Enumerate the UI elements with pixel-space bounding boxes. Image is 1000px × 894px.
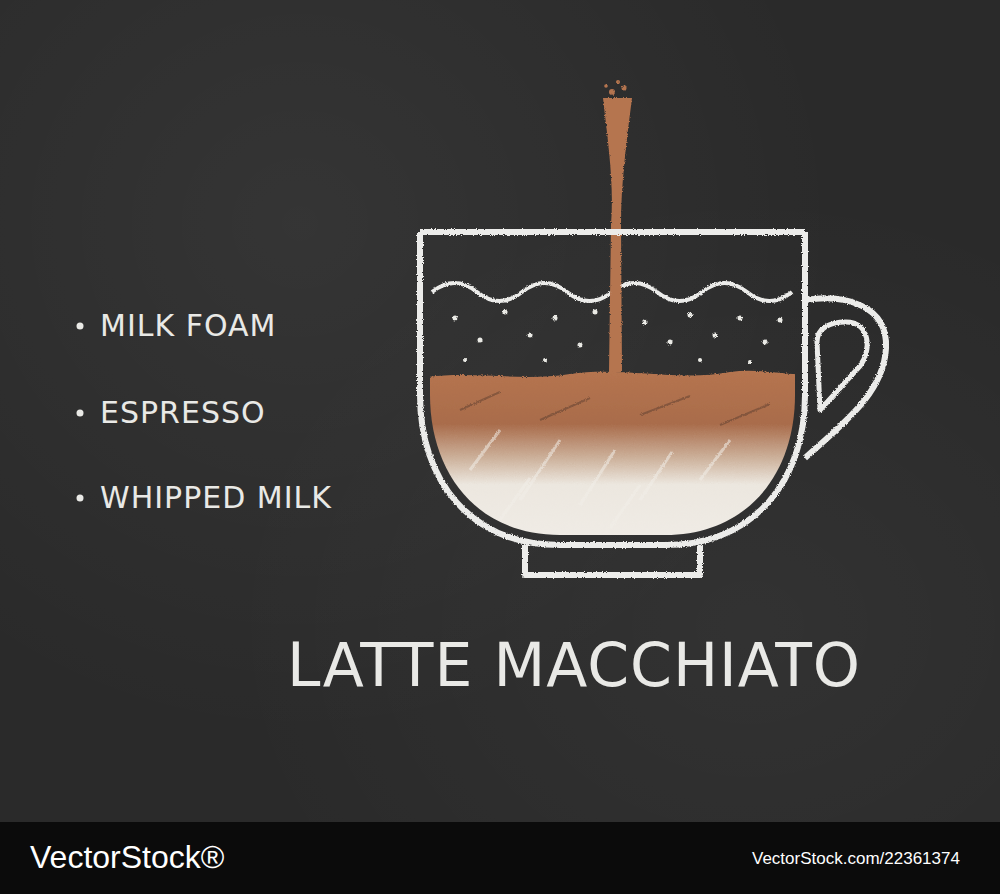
bullet-dots bbox=[77, 323, 84, 502]
cup-outline bbox=[420, 232, 886, 575]
watermark-bar bbox=[0, 822, 1000, 894]
bullet-dot bbox=[77, 410, 84, 417]
ingredient-label-holder: MILK FOAM bbox=[100, 309, 276, 344]
espresso-and-milk-layer bbox=[420, 371, 810, 560]
leader-line bbox=[286, 325, 410, 328]
bullet-dot bbox=[77, 323, 84, 330]
leader-lines bbox=[276, 326, 430, 498]
ingredient-label: WHIPPED MILK bbox=[100, 481, 332, 516]
ingredient-label-holder: WHIPPED MILK bbox=[100, 481, 332, 516]
bullet-dot bbox=[77, 495, 84, 502]
drink-title-holder: LATTE MACCHIATO bbox=[287, 631, 861, 700]
cup-handle bbox=[805, 298, 886, 458]
chalk-hatching bbox=[470, 430, 730, 528]
leader-line bbox=[342, 497, 430, 500]
watermark: VectorStock.com/22361374 bbox=[752, 849, 960, 869]
ingredient-label: MILK FOAM bbox=[100, 309, 276, 344]
handle-hole bbox=[817, 322, 867, 410]
watermark-holder: VectorStock® bbox=[30, 839, 224, 876]
ingredient-label: ESPRESSO bbox=[100, 396, 266, 431]
espresso-stream bbox=[603, 80, 632, 372]
drink-title: LATTE MACCHIATO bbox=[287, 631, 861, 700]
watermark: VectorStock® bbox=[30, 839, 224, 876]
watermark-holder: VectorStock.com/22361374 bbox=[752, 849, 960, 869]
espresso-hatching bbox=[460, 392, 770, 425]
leader-line bbox=[276, 412, 400, 415]
ingredient-label-holder: ESPRESSO bbox=[100, 396, 266, 431]
